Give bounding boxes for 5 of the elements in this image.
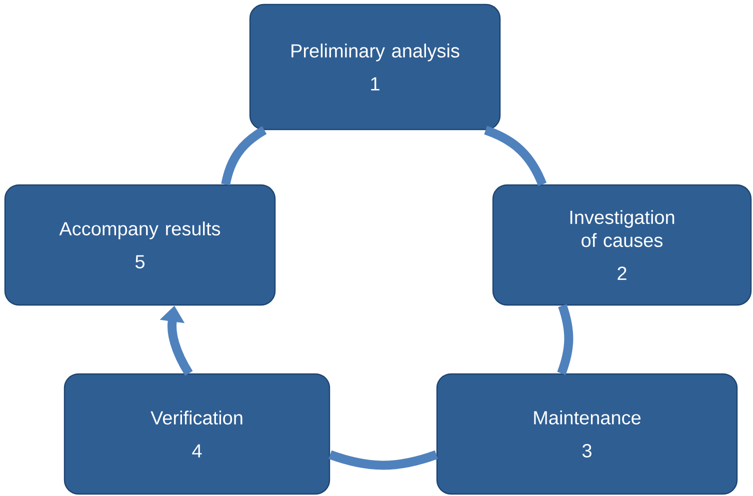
process-box: Maintenance 3 <box>436 373 738 495</box>
process-box: Preliminary analysis 1 <box>249 4 501 130</box>
process-box: Accompany results 5 <box>4 184 276 306</box>
process-box: Verification 4 <box>64 373 330 495</box>
process-box: Investigation of causes 2 <box>492 184 752 306</box>
